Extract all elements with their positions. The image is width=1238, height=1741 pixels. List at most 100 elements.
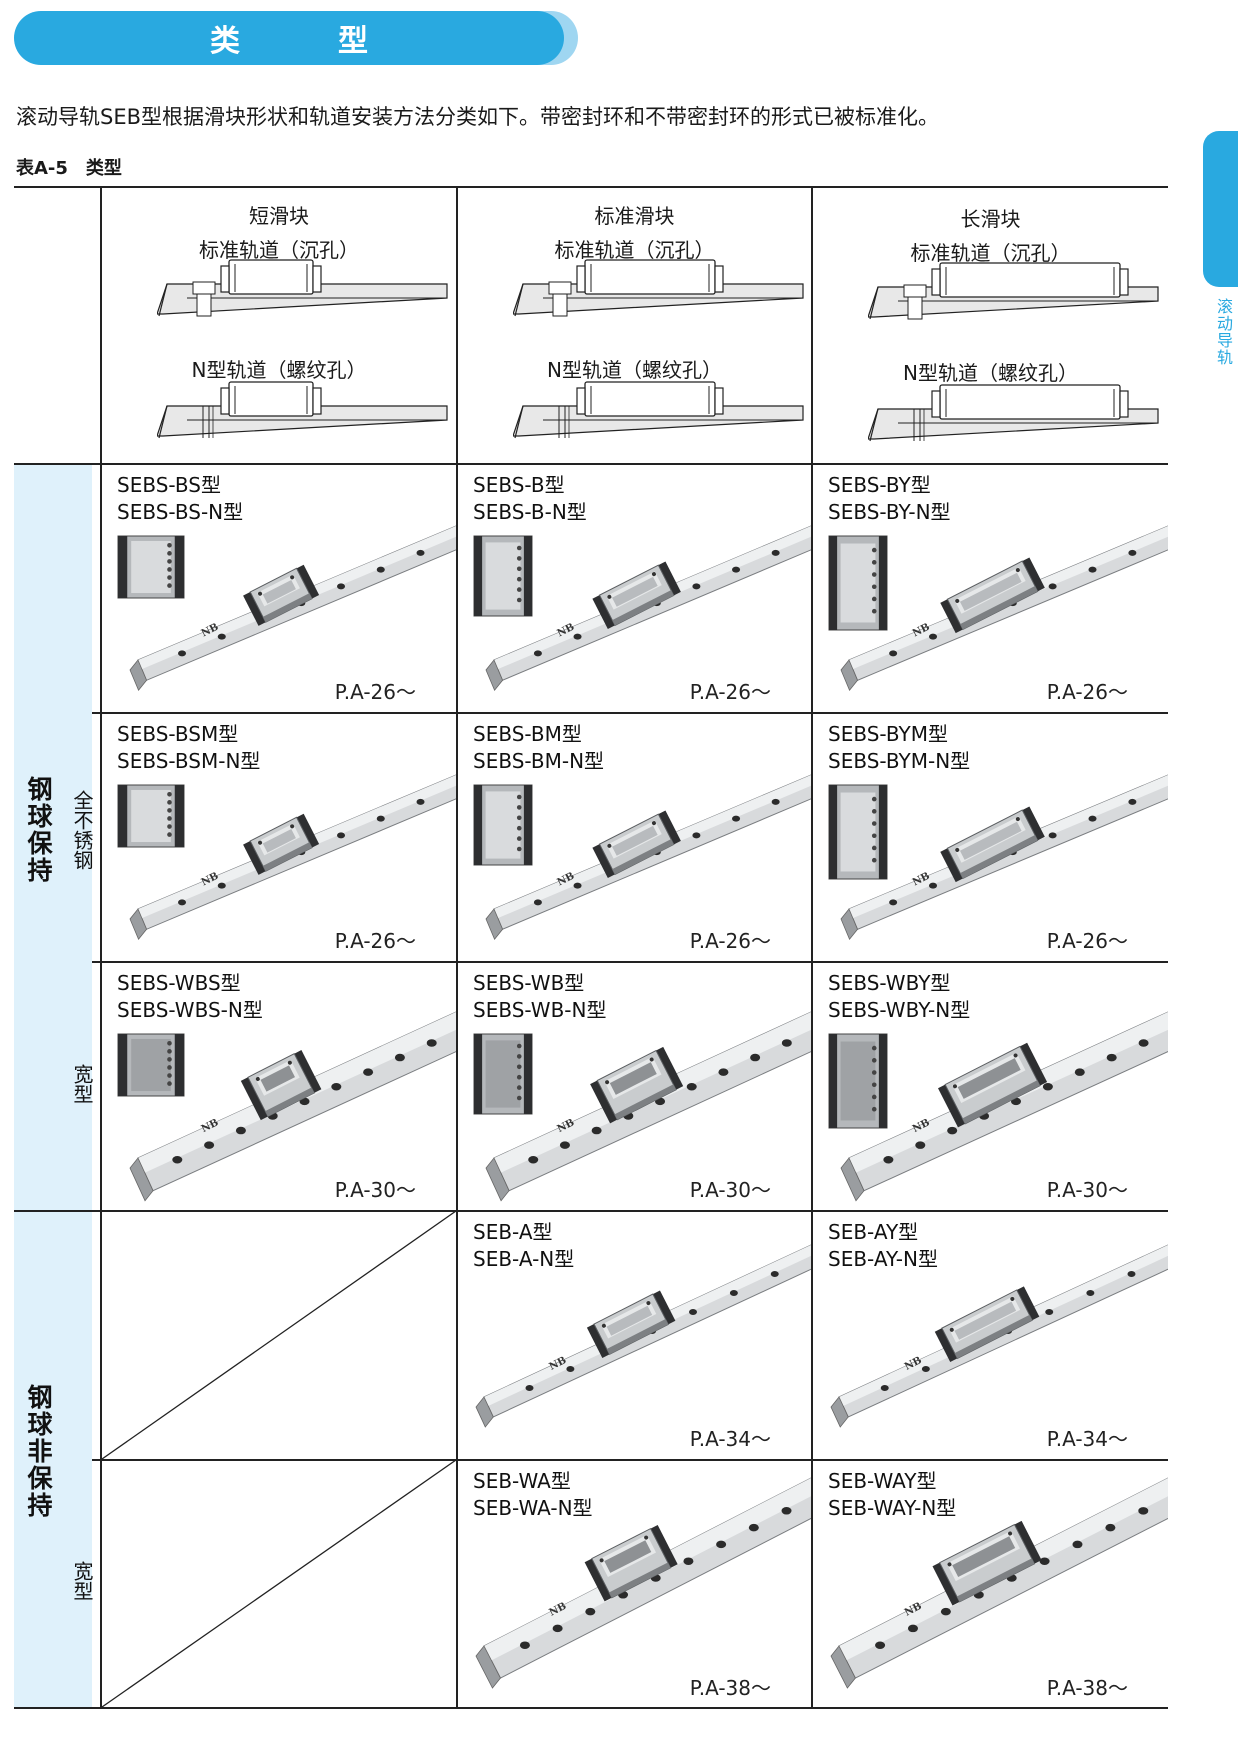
rail-hole <box>940 1607 951 1616</box>
rail-hole <box>771 549 780 556</box>
page-reference-link[interactable]: P.A-38～ <box>689 1676 771 1700</box>
page-reference-link[interactable]: P.A-26～ <box>689 680 771 704</box>
model-n-rail: SEBS-WB-N型 <box>473 998 607 1022</box>
header-rail-standard: 标准轨道（沉孔） <box>910 241 1071 265</box>
model-n-rail: SEBS-WBY-N型 <box>828 998 971 1022</box>
group-label-non-retained: 钢球非保持 <box>24 1384 53 1519</box>
rail-hole <box>686 1082 697 1091</box>
rail-hole <box>566 1365 575 1372</box>
rail-diagram-n-type <box>513 381 804 439</box>
page-reference-link[interactable]: P.A-30～ <box>1046 1178 1128 1202</box>
page-reference-link[interactable]: P.A-34～ <box>1046 1427 1128 1451</box>
rail-hole <box>1138 1039 1149 1047</box>
page-reference-link[interactable]: P.A-26～ <box>334 929 416 953</box>
model-n-rail: SEB-WA-N型 <box>473 1496 593 1520</box>
rail-diagram-standard <box>157 259 448 317</box>
model-standard-rail: SEBS-WB型 <box>473 971 585 995</box>
model-standard-rail: SEBS-BM型 <box>473 722 582 746</box>
block-detail-view <box>117 1033 185 1097</box>
rail-hole <box>178 650 187 657</box>
slide-block <box>938 1042 1048 1128</box>
row-divider <box>14 463 1168 465</box>
rail-hole <box>1127 1270 1136 1277</box>
rail-hole <box>1072 1540 1083 1549</box>
rail-hole <box>683 1557 694 1565</box>
page-reference-link[interactable]: P.A-26～ <box>689 929 771 953</box>
slide-block <box>586 1290 676 1358</box>
rail-hole <box>921 1365 930 1372</box>
not-available-cell <box>102 1460 456 1707</box>
model-n-rail: SEB-AY-N型 <box>828 1247 938 1271</box>
rail-hole <box>692 832 701 839</box>
model-name: SEB-AY型 SEB-AY-N型 <box>828 1219 938 1273</box>
rail-hole <box>929 882 938 889</box>
rail-hole <box>519 1641 530 1649</box>
rail-hole <box>1086 1289 1095 1296</box>
not-available-cell <box>102 1211 456 1459</box>
model-n-rail: SEBS-BS-N型 <box>117 500 244 524</box>
page-reference-link[interactable]: P.A-38～ <box>1046 1676 1128 1700</box>
header-title: 标准滑块 <box>594 204 675 228</box>
page-reference-link[interactable]: P.A-26～ <box>1046 929 1128 953</box>
block-detail-view <box>828 784 888 880</box>
product-photo: NB <box>475 1244 811 1428</box>
product-photo: NB <box>117 774 456 941</box>
model-standard-rail: SEBS-BS型 <box>117 473 221 497</box>
page-reference-link[interactable]: P.A-34～ <box>689 1427 771 1451</box>
slide-block <box>932 1520 1042 1606</box>
table-top-border <box>14 186 1168 188</box>
model-n-rail: SEBS-BSM-N型 <box>117 749 261 773</box>
rail-hole <box>1042 1083 1053 1091</box>
rail-hole <box>875 1641 886 1649</box>
side-index-tab[interactable] <box>1203 131 1238 287</box>
model-standard-rail: SEBS-BYM型 <box>828 722 948 746</box>
rail-hole <box>559 1141 570 1149</box>
col-divider <box>456 186 458 1708</box>
page-reference-link[interactable]: P.A-30～ <box>689 1178 771 1202</box>
rail-hole <box>331 1083 342 1091</box>
model-standard-rail: SEB-AY型 <box>828 1220 919 1244</box>
page-reference-link[interactable]: P.A-26～ <box>334 680 416 704</box>
table-bottom-border <box>14 1707 1168 1709</box>
block-detail-view <box>473 535 533 617</box>
model-n-rail: SEB-A-N型 <box>473 1247 575 1271</box>
page-reference-link[interactable]: P.A-26～ <box>1046 680 1128 704</box>
rail-hole <box>394 1053 405 1062</box>
model-n-rail: SEB-WAY-N型 <box>828 1496 957 1520</box>
product-photo: NB <box>473 525 811 692</box>
product-photo: NB <box>475 1477 811 1689</box>
rail-hole <box>883 1156 894 1164</box>
slide-block <box>592 561 681 630</box>
table-caption: 表A-5 类型 <box>16 158 122 179</box>
rail-hole <box>217 882 226 889</box>
rail-hole <box>718 1068 729 1076</box>
slide-block <box>243 564 320 626</box>
rail-hole <box>1048 832 1057 839</box>
rail-hole <box>1128 549 1137 556</box>
slide-block <box>934 1286 1040 1363</box>
model-standard-rail: SEBS-BY型 <box>828 473 931 497</box>
sub-label-stainless: 全不锈钢 <box>70 790 94 870</box>
page-reference-link[interactable]: P.A-30～ <box>334 1178 416 1202</box>
model-standard-rail: SEB-WAY型 <box>828 1469 937 1493</box>
slide-block <box>584 1524 678 1602</box>
model-n-rail: SEBS-B-N型 <box>473 500 587 524</box>
rail-hole <box>889 899 898 906</box>
